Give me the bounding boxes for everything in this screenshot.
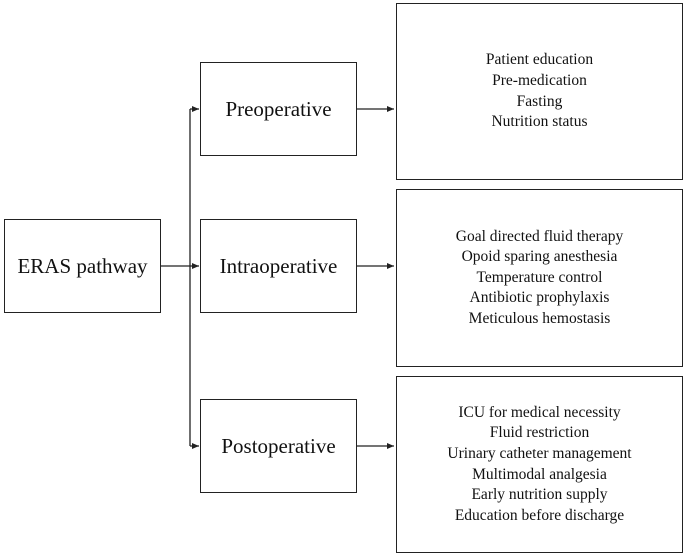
list-item: Goal directed fluid therapy — [455, 227, 624, 245]
preoperative-box: Preoperative — [200, 62, 357, 156]
list-item: Early nutrition supply — [471, 486, 608, 504]
list-item: Multimodal analgesia — [472, 465, 607, 483]
intraoperative-label: Intraoperative — [219, 253, 338, 278]
list-item: Meticulous hemostasis — [468, 309, 611, 327]
list-item: Fluid restriction — [489, 424, 590, 442]
list-item: ICU for medical necessity — [458, 403, 621, 421]
list-item: Antibiotic prophylaxis — [469, 289, 610, 307]
list-item: Education before discharge — [454, 506, 625, 524]
intraoperative-box: Intraoperative — [200, 219, 357, 313]
eras-pathway-box: ERAS pathway — [4, 219, 161, 313]
postoperative-details-box: ICU for medical necessity Fluid restrict… — [396, 376, 683, 553]
list-item: Patient education — [485, 51, 594, 69]
list-item: Pre-medication — [492, 71, 587, 89]
postoperative-box: Postoperative — [200, 399, 357, 493]
eras-pathway-label: ERAS pathway — [17, 253, 148, 278]
preoperative-details-list: Patient education Pre-medication Fasting… — [486, 50, 593, 132]
postoperative-details-list: ICU for medical necessity Fluid restrict… — [447, 403, 631, 527]
list-item: Temperature control — [476, 268, 603, 286]
list-item: Fasting — [516, 92, 563, 110]
list-item: Urinary catheter management — [447, 444, 632, 462]
preoperative-details-box: Patient education Pre-medication Fasting… — [396, 3, 683, 180]
preoperative-label: Preoperative — [225, 96, 332, 121]
intraoperative-details-list: Goal directed fluid therapy Opoid sparin… — [456, 227, 623, 330]
list-item: Opoid sparing anesthesia — [461, 248, 618, 266]
list-item: Nutrition status — [491, 113, 588, 131]
intraoperative-details-box: Goal directed fluid therapy Opoid sparin… — [396, 189, 683, 367]
postoperative-label: Postoperative — [221, 433, 336, 458]
